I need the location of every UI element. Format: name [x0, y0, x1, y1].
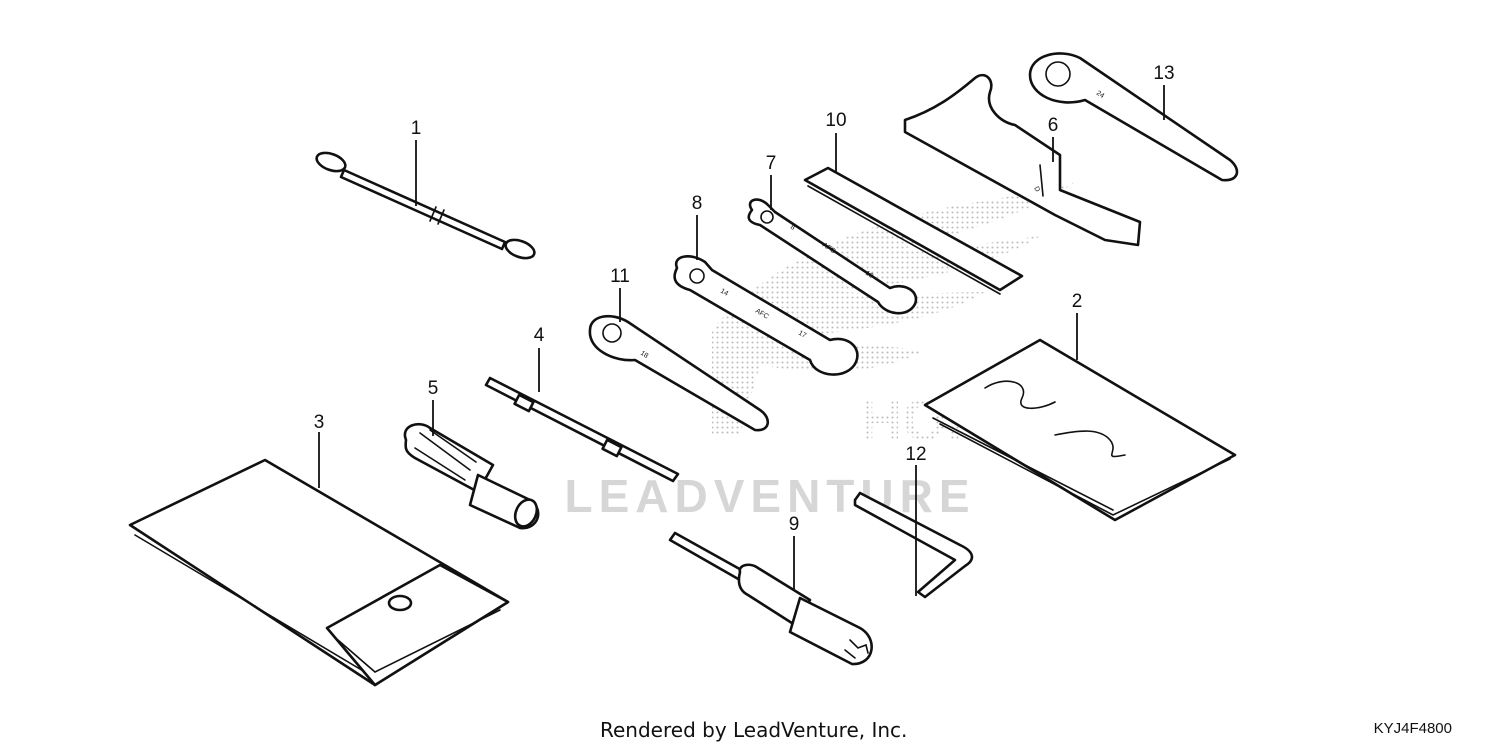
- svg-text:10: 10: [864, 270, 874, 280]
- callout-11[interactable]: 11: [610, 266, 630, 287]
- callout-9[interactable]: 9: [789, 514, 800, 535]
- callout-8[interactable]: 8: [692, 193, 703, 214]
- callout-2[interactable]: 2: [1072, 291, 1083, 312]
- part-7-wrench[interactable]: 8 AFC 10: [747, 198, 918, 315]
- part-5-screwdriver-handle[interactable]: [403, 423, 541, 530]
- callout-7[interactable]: 7: [766, 153, 777, 174]
- svg-text:D: D: [1032, 186, 1041, 194]
- part-12-hex-key[interactable]: [853, 491, 974, 599]
- svg-text:24: 24: [1095, 90, 1105, 100]
- callout-3[interactable]: 3: [314, 412, 325, 433]
- part-4-screwdriver-bit[interactable]: [484, 376, 680, 483]
- part-9-spark-plug-wrench[interactable]: [668, 531, 873, 666]
- svg-text:17: 17: [797, 330, 807, 340]
- leader-lines: [318, 85, 1165, 596]
- watermark-text: LEADVENTURE: [564, 470, 975, 522]
- part-1-cable[interactable]: [314, 149, 537, 261]
- part-3-tool-bag[interactable]: [128, 458, 510, 687]
- callout-12[interactable]: 12: [905, 444, 926, 465]
- part-11-box-wrench[interactable]: 18: [588, 314, 769, 432]
- part-6-pin-spanner[interactable]: D: [903, 73, 1142, 247]
- svg-text:18: 18: [639, 350, 649, 360]
- diagram-code: KYJ4F4800: [1373, 720, 1452, 737]
- svg-text:14: 14: [719, 288, 729, 298]
- svg-text:8: 8: [789, 224, 796, 232]
- part-2-manual[interactable]: [923, 338, 1237, 522]
- part-8-wrench[interactable]: 14 AFC 17: [673, 255, 859, 376]
- callout-5[interactable]: 5: [428, 378, 439, 399]
- callout-13[interactable]: 13: [1153, 63, 1174, 84]
- callout-labels: 1 2 3 4 5 6 7 8 9 10 11 12 13: [314, 63, 1175, 535]
- footer-credit: Rendered by LeadVenture, Inc.: [600, 718, 908, 742]
- part-10-flat-bar[interactable]: [803, 166, 1024, 295]
- callout-1[interactable]: 1: [411, 118, 422, 139]
- callout-6[interactable]: 6: [1048, 115, 1059, 136]
- callout-4[interactable]: 4: [534, 325, 545, 346]
- part-13-box-wrench[interactable]: 24: [1028, 52, 1239, 182]
- callout-10[interactable]: 10: [825, 110, 846, 131]
